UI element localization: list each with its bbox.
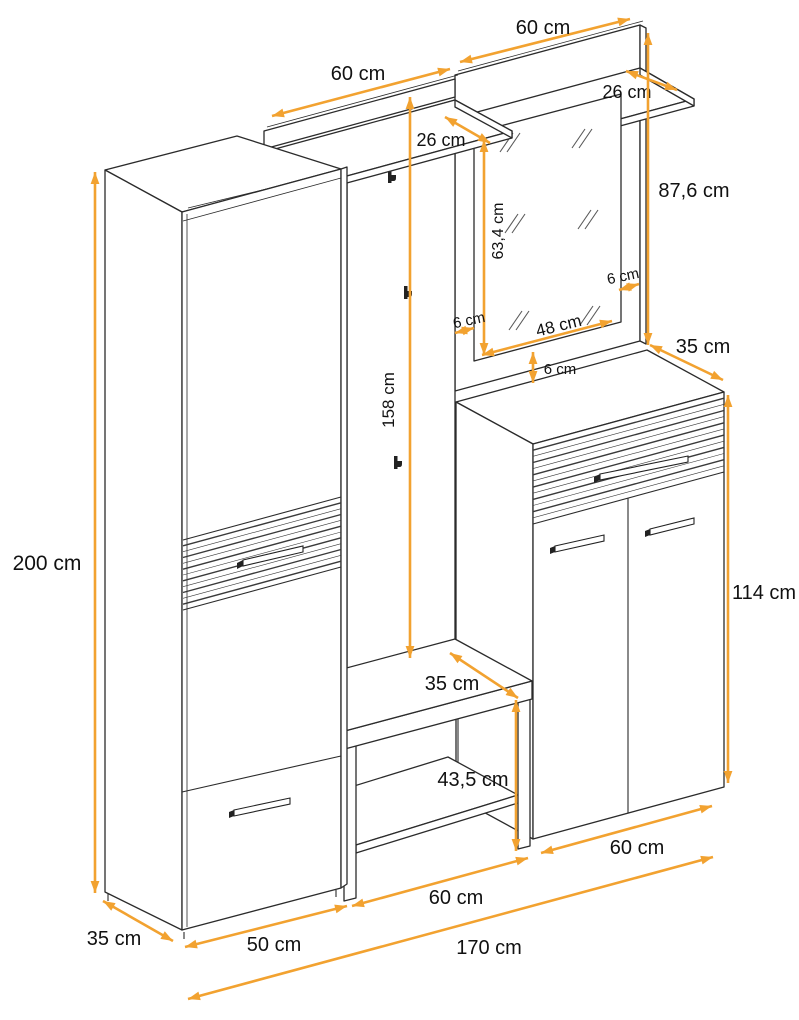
wardrobe-side-face [104,169,183,931]
dim-mirror-assembly-height: 87,6 cm [643,33,730,345]
dim-bench-height: 43,5 cm [437,700,521,851]
cabinet-drawer-stripes [532,397,725,519]
coat-hook-icon [388,170,396,183]
dim-wardrobe-height: 200 cm [13,172,100,893]
coat-rack-panel [346,99,456,675]
dim-shoe-cabinet-height-label: 114 cm [732,582,796,604]
wardrobe-right-edge [340,166,348,889]
wardrobe-drawer-gap [181,755,342,793]
wardrobe-door-gap-top [182,177,342,222]
dim-total-width: 170 cm [187,855,714,1001]
dim-wardrobe-depth-label: 35 cm [87,928,141,950]
dim-wardrobe-height-label: 200 cm [13,552,82,575]
dim-mirror-margin-right-label: 6 cm [605,265,640,288]
wardrobe-front-face [181,168,342,931]
coat-hook-icon [394,456,402,469]
bench-front-right-leg [517,691,531,850]
dim-mirror-assembly-height-label: 87,6 cm [658,180,729,202]
dim-coat-panel-height: 158 cm [379,97,415,658]
wardrobe-stripe-band-edges [182,496,342,611]
dim-mirror-margin-left-label: 6 cm [451,309,486,332]
dim-bench-seat-depth: 35 cm [425,651,519,700]
dim-mirror-margin-bottom-label: 6 cm [544,361,577,378]
dim-mirror-glass-height: 63,4 cm [479,140,507,355]
mirror-glass [473,93,622,362]
dim-shelf-right-depth-label: 26 cm [602,82,651,102]
dim-rail-left-width-label: 60 cm [331,63,385,85]
dim-mirror-margin-right: 6 cm [605,265,641,292]
dim-bench-width: 60 cm [351,856,529,909]
dim-shelf-left-depth: 26 cm [416,115,491,150]
dim-wardrobe-width-label: 50 cm [247,934,301,956]
wardrobe-door-handle-nub [237,560,243,569]
dim-bench-height-label: 43,5 cm [437,769,508,791]
shoe-cabinet [455,349,725,840]
dim-shoe-cabinet-width: 60 cm [540,804,713,859]
dim-rail-right-width-label: 60 cm [516,17,570,39]
coat-panel-board [346,99,456,675]
wardrobe [104,135,348,939]
dim-mirror-margin-left: 6 cm [451,309,487,336]
cabinet-left-door-handle-nub [550,546,555,554]
dim-bench-seat-depth-label: 35 cm [425,673,479,695]
dim-mirror-glass-height-label: 63,4 cm [490,203,507,260]
dim-rail-left-width: 60 cm [271,63,451,118]
cabinet-drawer-handle-nub [594,474,600,483]
dim-shoe-cabinet-height: 114 cm [723,395,796,783]
dim-rail-right-width: 60 cm [459,17,631,64]
dim-bench-width-label: 60 cm [429,887,483,909]
dim-mirror-margin-bottom: 6 cm [528,352,577,383]
wardrobe-drawer-handle-nub [229,810,234,818]
cabinet-right-door-handle-nub [645,529,650,537]
dim-coat-panel-height-label: 158 cm [379,372,398,428]
dim-shoe-cabinet-depth-label: 35 cm [676,336,730,358]
dim-total-width-label: 170 cm [456,937,522,959]
dim-wardrobe-depth: 35 cm [87,899,174,950]
dim-shoe-cabinet-depth: 35 cm [649,336,730,382]
dim-shoe-cabinet-width-label: 60 cm [610,837,664,859]
dim-shelf-left-depth-label: 26 cm [416,130,465,150]
